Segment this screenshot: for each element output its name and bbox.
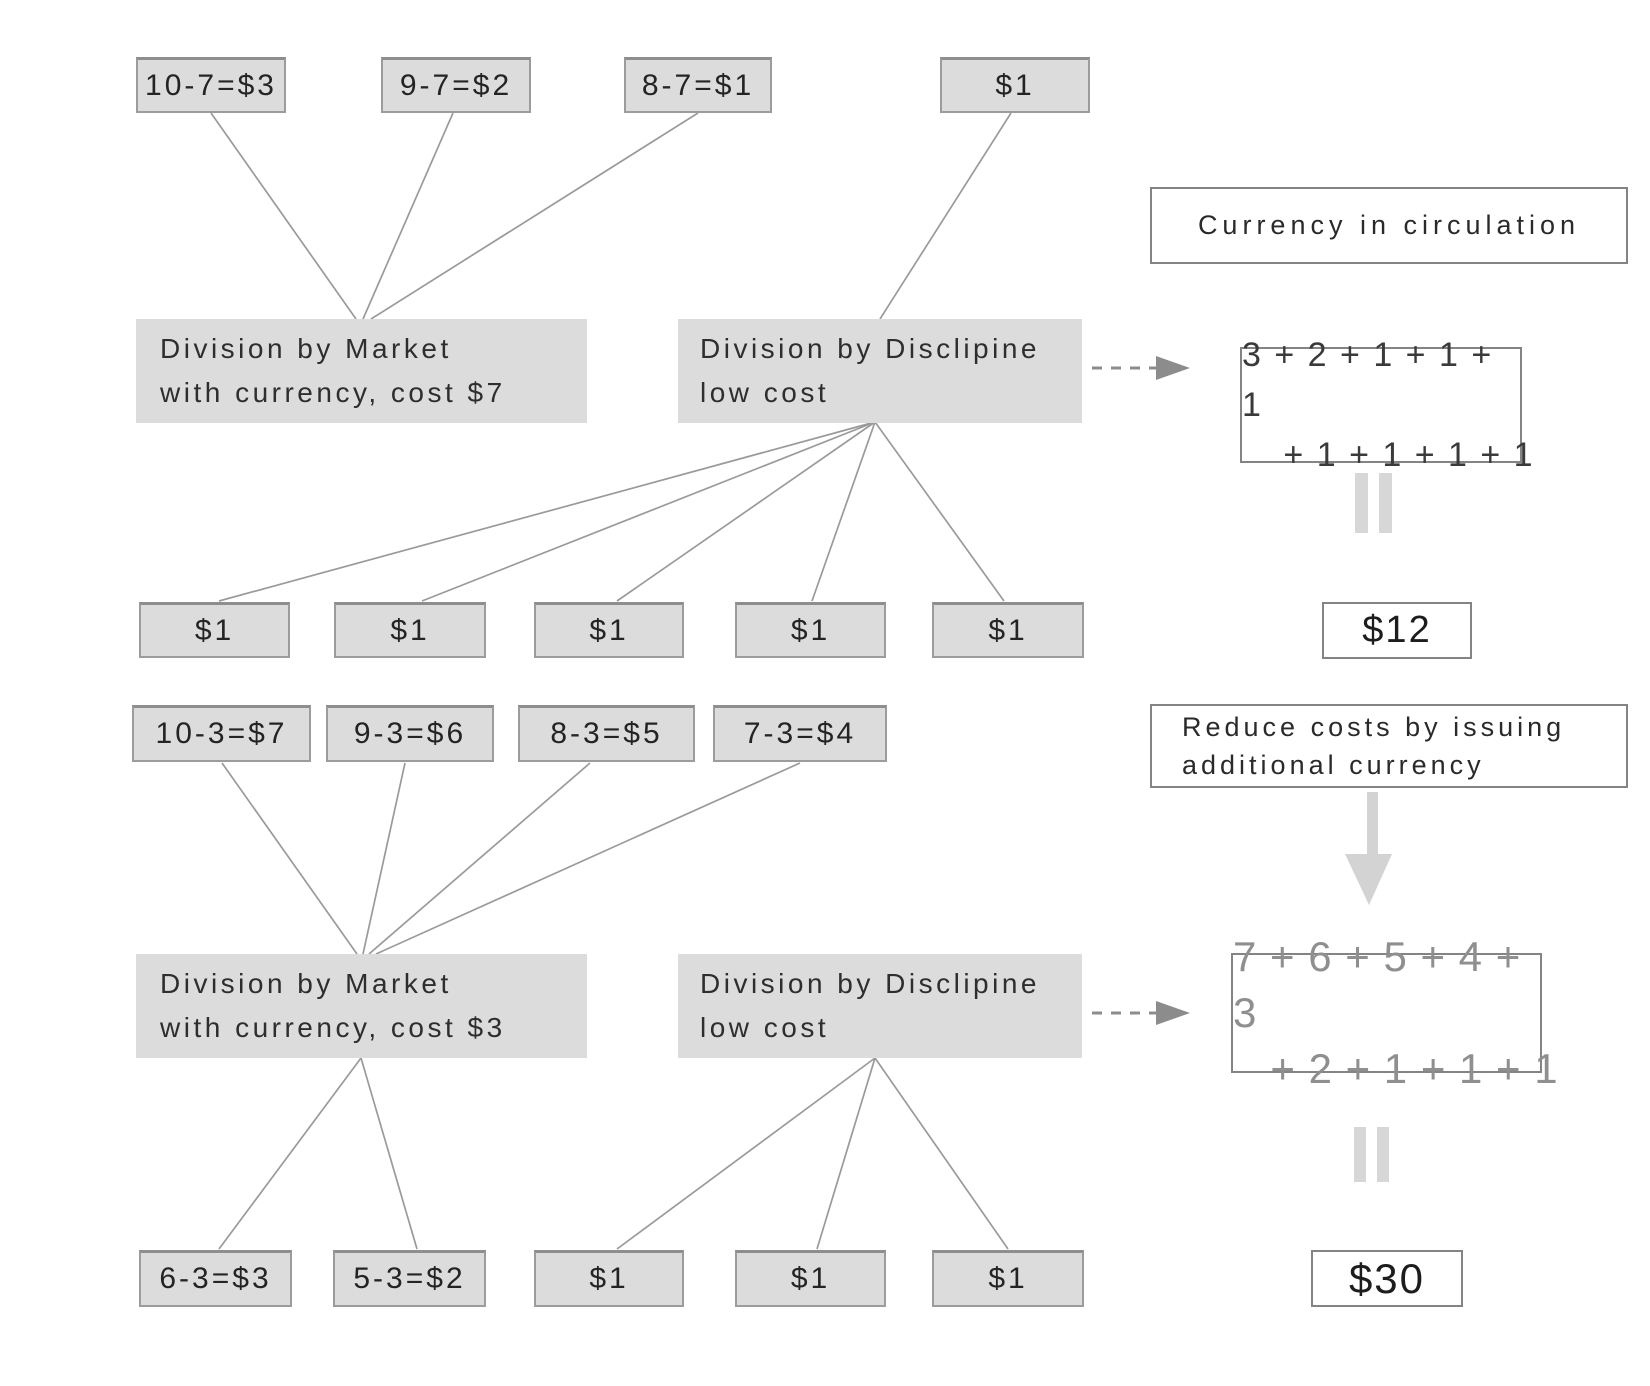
equation1-line2: + 1 + 1 + 1 + 1 [1283, 436, 1535, 474]
equals-icon [1354, 1127, 1389, 1182]
division-discipline-box-1: Division by Disclipine low cost [678, 319, 1082, 423]
division-market-box-1: Division by Market with currency, cost $… [136, 319, 587, 423]
circulation-title-box: Currency in circulation [1150, 187, 1628, 264]
division-discipline-line2: low cost [700, 1012, 830, 1043]
equals-bar [1355, 473, 1368, 533]
dashed-arrow-2 [1092, 1001, 1190, 1025]
dollar-box: $1 [534, 1250, 684, 1307]
converge-lines-mid [221, 762, 801, 955]
division-discipline-line2: low cost [700, 377, 830, 408]
dashed-arrow-1 [1092, 356, 1190, 380]
division-market-box-2: Division by Market with currency, cost $… [136, 954, 587, 1058]
reduce-costs-line2: additional currency [1182, 750, 1485, 780]
total2-box: $30 [1311, 1250, 1463, 1307]
equation1-box: 3 + 2 + 1 + 1 + 1 + 1 + 1 + 1 + 1 [1240, 336, 1533, 474]
division-discipline-box-2: Division by Disclipine low cost [678, 954, 1082, 1058]
converge-lines-top [210, 112, 1012, 320]
equation2-line1: 7 + 6 + 5 + 4 + 3 [1233, 933, 1522, 1036]
cost-box: 8-7=$1 [624, 57, 772, 113]
dollar-box: $1 [932, 602, 1084, 658]
down-arrow-icon [1345, 792, 1392, 905]
reduce-costs-note-box: Reduce costs by issuing additional curre… [1150, 704, 1628, 788]
cost-box: 6-3=$3 [139, 1250, 292, 1307]
division-discipline-line1: Division by Disclipine [700, 968, 1040, 999]
equals-bar [1377, 1127, 1389, 1182]
cost-box: 10-3=$7 [132, 705, 311, 762]
cost-box: 10-7=$3 [136, 57, 286, 113]
equation2-box: 7 + 6 + 5 + 4 + 3 + 2 + 1 + 1 + 1 [1231, 933, 1558, 1092]
equals-bar [1379, 473, 1392, 533]
dollar-box: $1 [334, 602, 486, 658]
equals-icon [1355, 473, 1392, 533]
cost-box: 9-3=$6 [326, 705, 494, 762]
total2-value: $30 [1348, 1254, 1426, 1302]
reduce-costs-line1: Reduce costs by issuing [1182, 712, 1566, 742]
total1-value: $12 [1362, 609, 1432, 651]
equation2-line2: + 2 + 1 + 1 + 1 [1270, 1045, 1559, 1092]
cost-box: 5-3=$2 [333, 1250, 486, 1307]
dollar-box: $1 [940, 57, 1090, 113]
division-discipline-line1: Division by Disclipine [700, 333, 1040, 364]
dollar-box: $1 [534, 602, 684, 658]
dollar-box: $1 [139, 602, 290, 658]
equation1-line1: 3 + 2 + 1 + 1 + 1 [1242, 336, 1494, 424]
dollar-box: $1 [735, 1250, 886, 1307]
dollar-box: $1 [932, 1250, 1084, 1307]
division-market-line1: Division by Market [160, 968, 452, 999]
cost-box: 8-3=$5 [518, 705, 695, 762]
circulation-title: Currency in circulation [1197, 210, 1581, 240]
total1-box: $12 [1322, 602, 1472, 659]
fan-lines-bottom [218, 1057, 1009, 1250]
equals-bar [1354, 1127, 1366, 1182]
division-market-line1: Division by Market [160, 333, 452, 364]
dollar-box: $1 [735, 602, 886, 658]
division-market-line2: with currency, cost $3 [160, 1012, 506, 1043]
cost-box: 9-7=$2 [381, 57, 531, 113]
division-market-line2: with currency, cost $7 [160, 377, 506, 408]
fan-lines-discipline1 [218, 421, 1005, 602]
cost-box: 7-3=$4 [713, 705, 887, 762]
